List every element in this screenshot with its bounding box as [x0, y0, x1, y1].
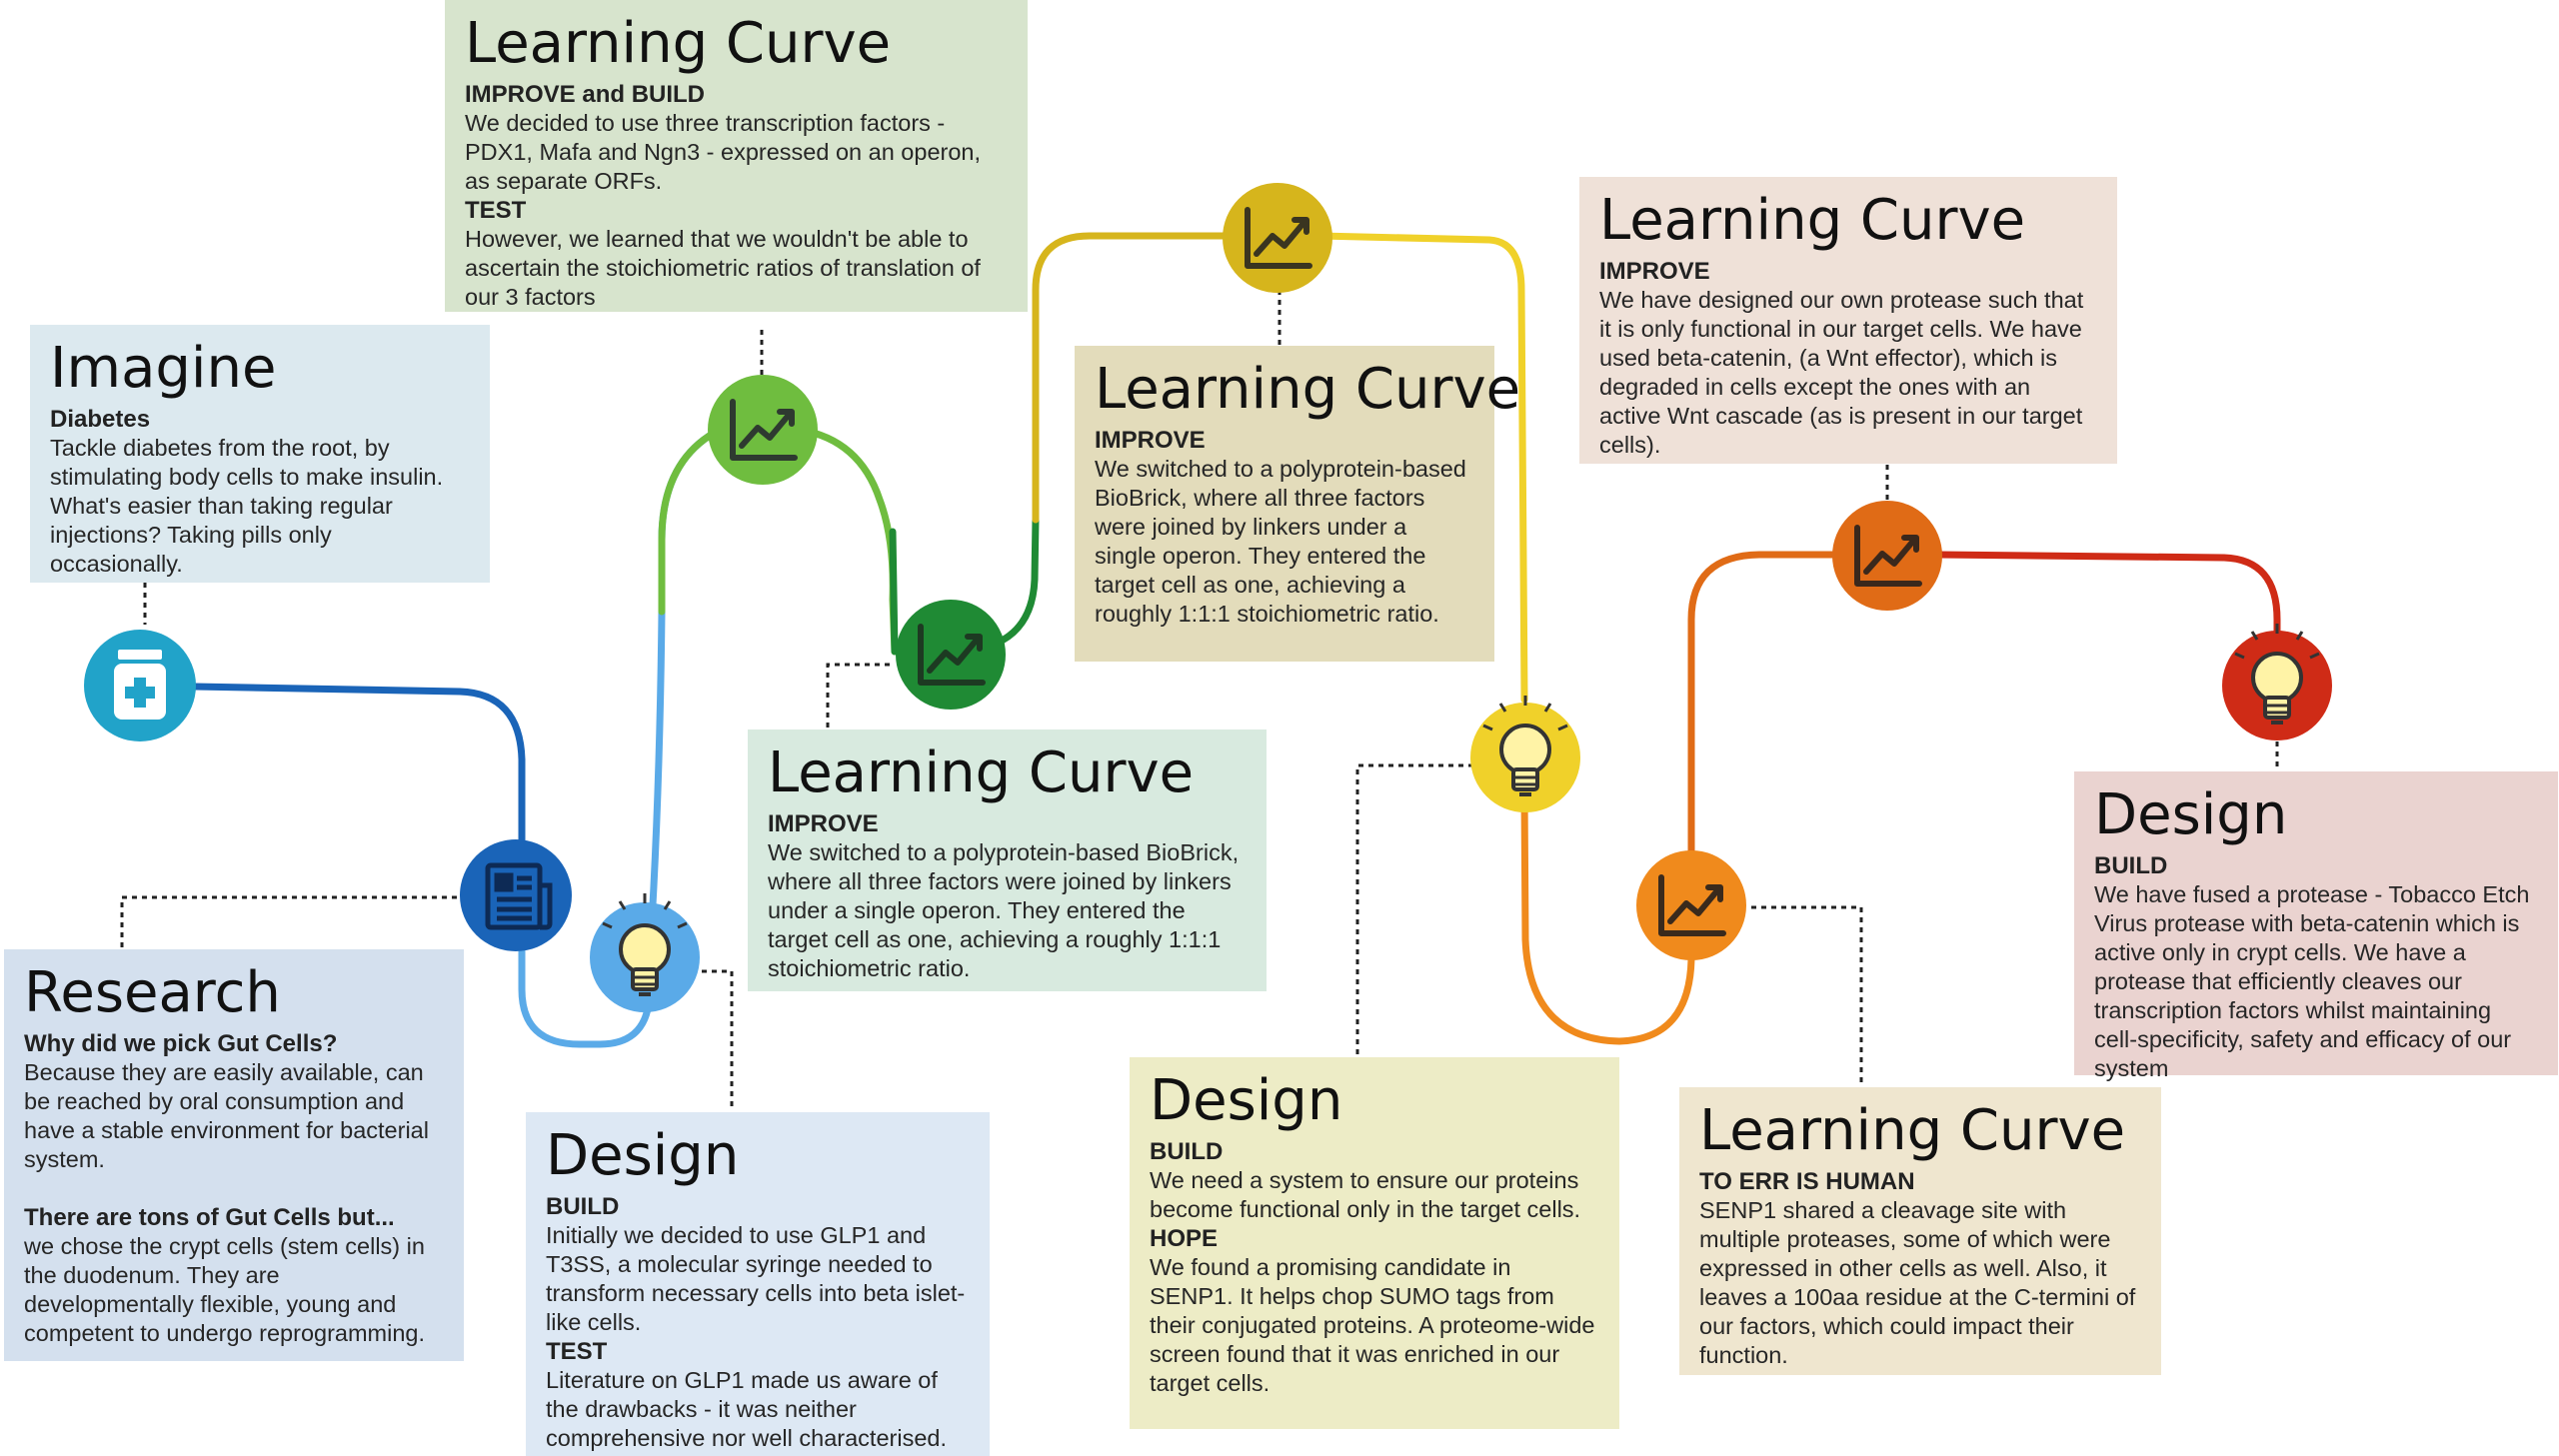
box-title: Learning Curve: [768, 740, 1195, 805]
box-title: Research: [24, 960, 281, 1025]
trend-chart-icon: [1245, 207, 1312, 269]
section-text: Initially we decided to use GLP1 and T3S…: [546, 1222, 966, 1335]
design3-box: Design BUILD We have fused a protease - …: [2074, 771, 2558, 1081]
section-heading: TO ERR IS HUMAN: [1699, 1168, 1915, 1195]
leader-line: [692, 969, 734, 1109]
learning-curve-1-box: Learning Curve IMPROVE and BUILD We deci…: [445, 0, 1028, 312]
section-text: SENP1 shared a cleavage site with multip…: [1699, 1197, 2136, 1368]
section-heading: IMPROVE: [1095, 427, 1206, 454]
section-text: We have designed our own protease such t…: [1599, 287, 2084, 458]
trend-chart-icon: [1854, 525, 1922, 587]
section-text: Because they are easily available, can b…: [24, 1059, 429, 1172]
box-title: Learning Curve: [1095, 357, 1521, 422]
trend-chart-icon: [918, 624, 986, 686]
path-segment: [1315, 232, 1528, 704]
lightbulb-icon: [602, 893, 688, 996]
section-text: We found a promising candidate in SENP1.…: [1150, 1254, 1595, 1396]
lc5-node: [1636, 850, 1746, 960]
section-text: We have fused a protease - Tobacco Etch …: [2094, 881, 2530, 1081]
leader-line: [1355, 763, 1474, 1054]
path-segment: [518, 847, 654, 1048]
section-text: Tackle diabetes from the root, by stimul…: [50, 435, 444, 577]
trend-chart-icon: [1658, 874, 1726, 936]
design1-node: [590, 893, 700, 1012]
path-segment: [1687, 551, 1841, 883]
medicine-bottle-icon: [114, 650, 166, 720]
box-title: Design: [1150, 1068, 1343, 1133]
path-segment: [889, 528, 899, 656]
section-heading: TEST: [546, 1338, 608, 1365]
research-node: [460, 839, 572, 951]
learning-curve-4-box: Learning Curve IMPROVE We have designed …: [1579, 177, 2117, 464]
research-box: Research Why did we pick Gut Cells? Beca…: [4, 949, 464, 1361]
leader-line: [1751, 905, 1863, 1084]
learning-curve-2-box: Learning Curve IMPROVE We switched to a …: [748, 729, 1267, 991]
section-text: We switched to a polyprotein-based BioBr…: [768, 839, 1240, 981]
section-text: We switched to a polyprotein-based BioBr…: [1095, 456, 1466, 627]
trend-chart-icon: [730, 399, 798, 461]
box-title: Learning Curve: [1599, 188, 2026, 253]
box-title: Design: [2094, 782, 2288, 847]
section-heading: TEST: [465, 197, 527, 224]
imagine-node: [84, 630, 196, 741]
box-title: Imagine: [50, 336, 277, 401]
leader-line: [120, 895, 462, 947]
section-heading: Why did we pick Gut Cells?: [24, 1030, 338, 1057]
section-heading: BUILD: [1150, 1138, 1224, 1165]
section-heading: BUILD: [546, 1193, 620, 1220]
section-text: We decided to use three transcription fa…: [465, 110, 982, 194]
section-text: we chose the crypt cells (stem cells) in…: [24, 1233, 426, 1346]
box-title: Learning Curve: [465, 11, 892, 76]
path-segment: [1520, 790, 1695, 1045]
lc1-node: [708, 375, 818, 485]
lc4-node: [1832, 501, 1942, 611]
lc2-node: [896, 600, 1006, 710]
lightbulb-icon: [2234, 624, 2320, 725]
section-heading: HOPE: [1150, 1225, 1219, 1252]
box-title: Learning Curve: [1699, 1098, 2126, 1163]
imagine-box: Imagine Diabetes Tackle diabetes from th…: [30, 325, 490, 583]
path-segment: [1032, 232, 1234, 524]
design2-box: Design BUILD We need a system to ensure …: [1130, 1057, 1619, 1429]
lightbulb-icon: [1482, 696, 1568, 796]
path-segment: [136, 682, 526, 855]
design3-node: [2222, 624, 2332, 740]
section-text: We need a system to ensure our proteins …: [1150, 1167, 1581, 1222]
lc3-node: [1223, 183, 1332, 293]
learning-curve-5-box: Learning Curve TO ERR IS HUMAN SENP1 sha…: [1679, 1087, 2161, 1375]
section-heading: There are tons of Gut Cells but...: [24, 1204, 395, 1231]
section-heading: IMPROVE and BUILD: [465, 81, 706, 108]
section-heading: IMPROVE: [768, 810, 879, 837]
design1-box: Design BUILD Initially we decided to use…: [526, 1112, 990, 1456]
leader-line: [826, 663, 895, 728]
path-segment: [1935, 551, 2281, 642]
section-heading: BUILD: [2094, 852, 2168, 879]
section-heading: Diabetes: [50, 406, 151, 433]
section-text: However, we learned that we wouldn't be …: [465, 226, 981, 310]
section-text: Literature on GLP1 made us aware of the …: [546, 1367, 947, 1451]
path-segment: [646, 426, 724, 960]
design2-node: [1470, 696, 1580, 812]
path-segment: [658, 426, 724, 616]
newspaper-icon: [485, 862, 553, 930]
box-title: Design: [546, 1123, 740, 1188]
path-segment: [796, 426, 899, 656]
section-heading: IMPROVE: [1599, 258, 1710, 285]
learning-curve-3-box: Learning Curve IMPROVE We switched to a …: [1075, 346, 1521, 662]
